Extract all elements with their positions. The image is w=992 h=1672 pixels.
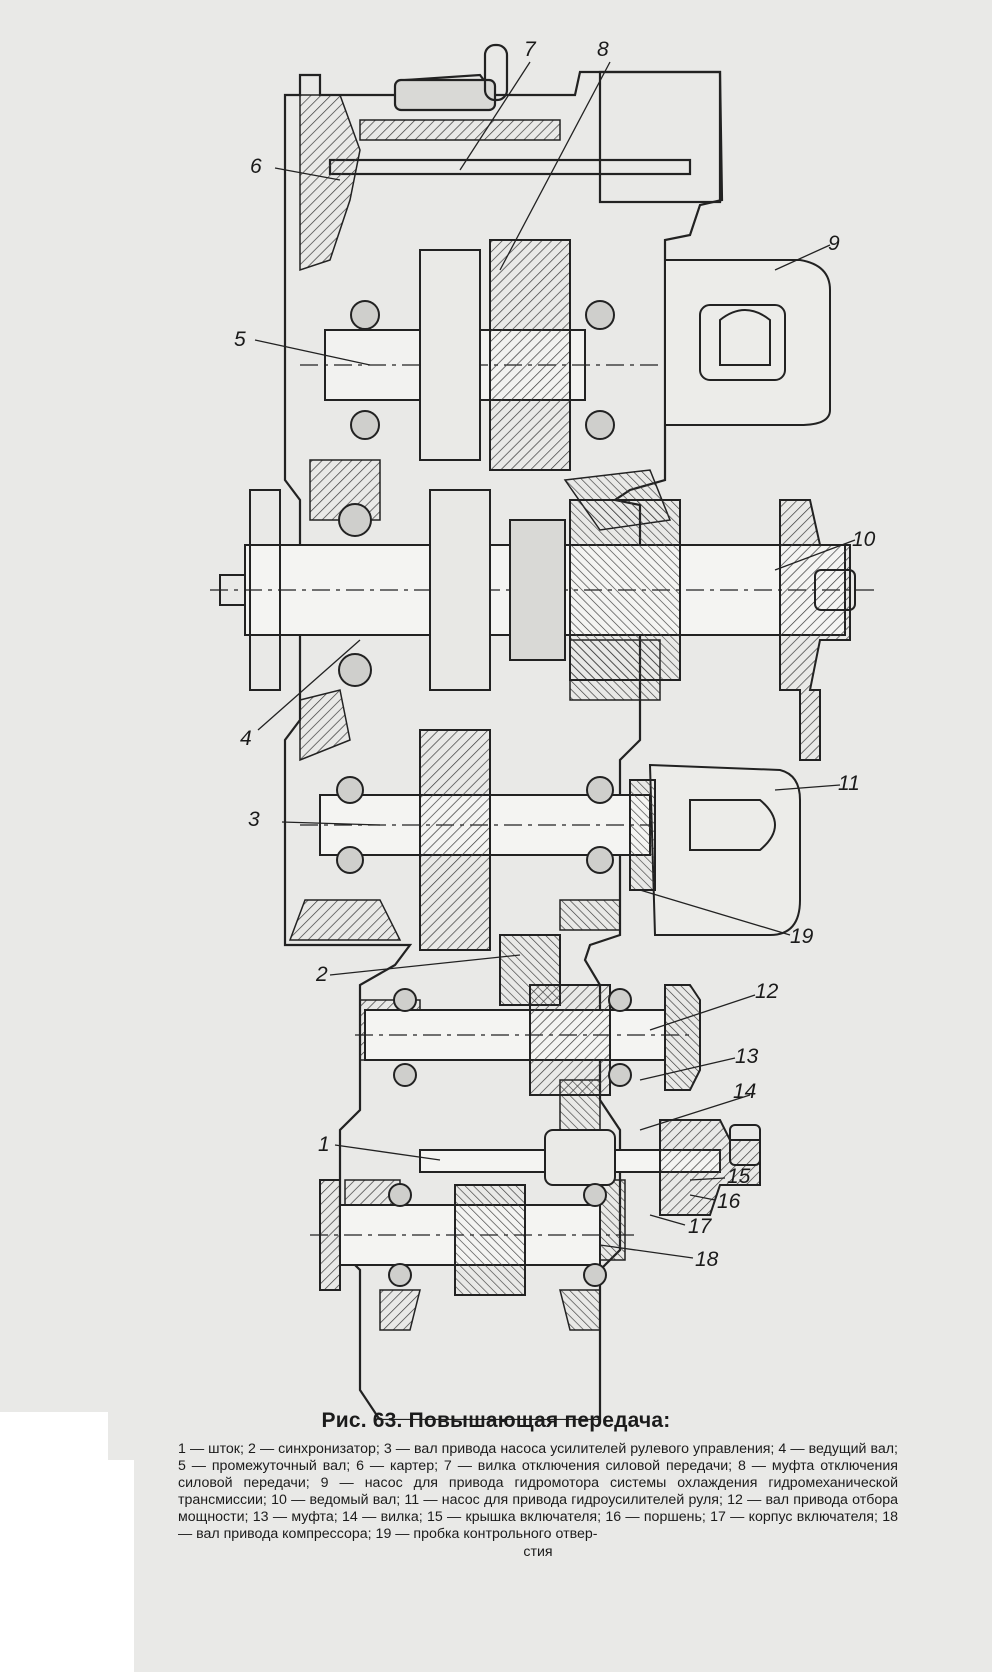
figure-caption-title: Рис. 63. Повышающая передача:: [321, 1409, 671, 1432]
callout-1: 1: [318, 1133, 330, 1156]
callout-2: 2: [316, 963, 328, 986]
callout-5: 5: [234, 328, 246, 351]
callout-19: 19: [790, 925, 814, 948]
callout-12: 12: [755, 980, 779, 1003]
gearbox-cross-section-drawing: [210, 43, 880, 1420]
callout-9: 9: [828, 232, 840, 255]
callout-16: 16: [717, 1190, 741, 1213]
callout-10: 10: [852, 528, 876, 551]
caption-legend-end: стия: [523, 1543, 553, 1560]
callout-11: 11: [838, 772, 860, 795]
callout-13: 13: [735, 1045, 759, 1068]
callout-3: 3: [248, 808, 260, 831]
callout-6: 6: [250, 155, 262, 178]
callout-17: 17: [688, 1215, 712, 1238]
callout-15: 15: [727, 1165, 751, 1188]
white-patch-left: [0, 1412, 108, 1460]
white-patch-left: [0, 1460, 134, 1672]
caption-legend-text: 1 — шток; 2 — синхронизатор; 3 — вал при…: [178, 1441, 898, 1543]
callout-4: 4: [240, 727, 252, 750]
callout-18: 18: [695, 1248, 719, 1271]
callout-14: 14: [733, 1080, 757, 1103]
figure-caption-body: 1 — шток; 2 — синхронизатор; 3 — вал при…: [178, 1441, 898, 1561]
callout-8: 8: [597, 38, 609, 61]
callout-7: 7: [524, 38, 536, 61]
